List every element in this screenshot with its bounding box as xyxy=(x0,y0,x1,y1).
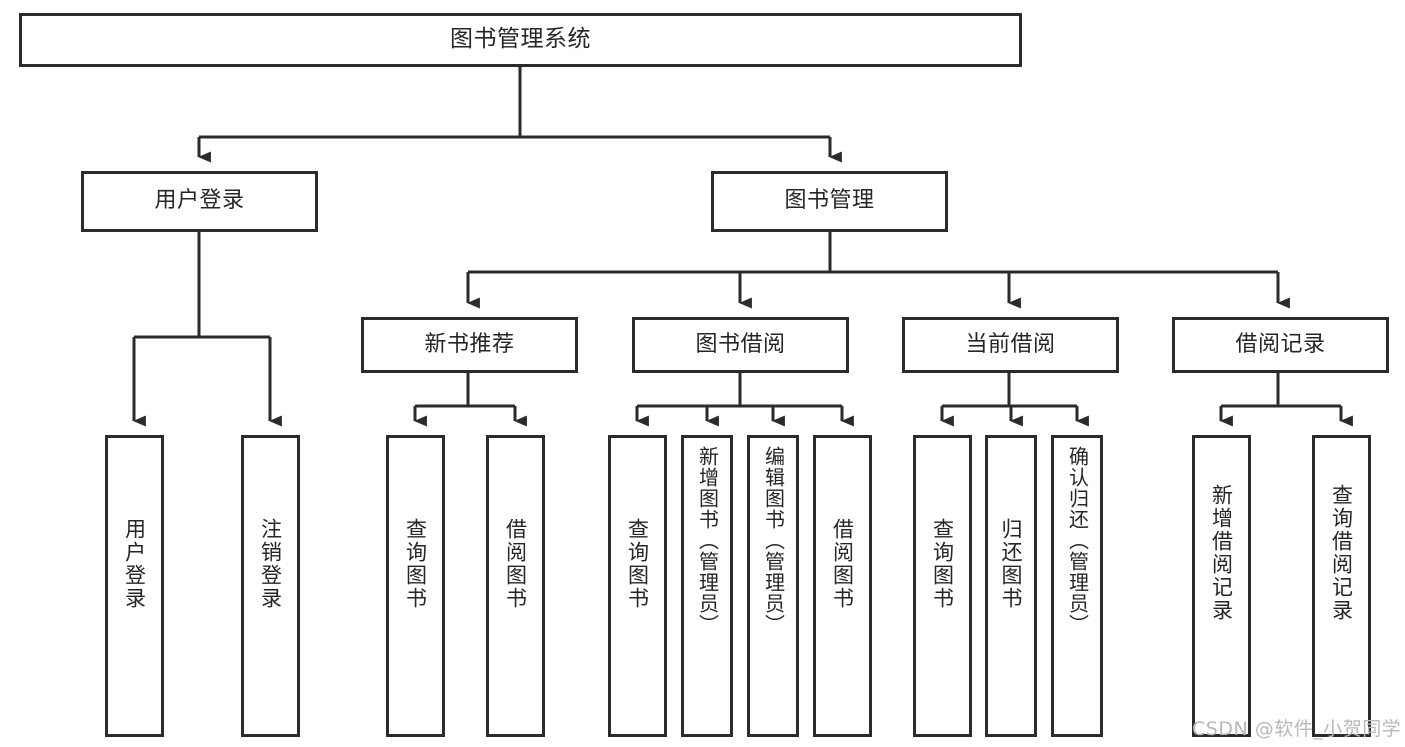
node-leaf-add-borrow-record[interactable]: 新增借阅记录 xyxy=(1192,435,1251,737)
node-current-borrow-label: 当前借阅 xyxy=(965,331,1056,357)
node-user-login-label: 用户登录 xyxy=(154,188,245,214)
node-borrow-record[interactable]: 借阅记录 xyxy=(1172,317,1389,373)
csdn-watermark: CSDN @软件_小贺同学 xyxy=(1192,718,1402,740)
node-leaf-user-login[interactable]: 用户登录 xyxy=(105,435,164,737)
node-leaf-query-book-1-label: 查询图书 xyxy=(403,518,428,610)
node-leaf-return-book[interactable]: 归还图书 xyxy=(985,435,1037,737)
node-leaf-borrow-book-2-label: 借阅图书 xyxy=(830,518,855,610)
node-leaf-borrow-book-1-label: 借阅图书 xyxy=(503,518,528,610)
node-leaf-confirm-return-admin[interactable]: 确认归还（管理员） xyxy=(1051,435,1103,737)
node-book-borrow[interactable]: 图书借阅 xyxy=(632,317,849,373)
node-borrow-record-label: 借阅记录 xyxy=(1235,331,1326,357)
node-user-login[interactable]: 用户登录 xyxy=(81,171,318,232)
node-leaf-query-book-3-label: 查询图书 xyxy=(930,518,955,610)
node-new-book-recommend[interactable]: 新书推荐 xyxy=(361,317,578,373)
node-leaf-confirm-return-admin-label: 确认归还（管理员） xyxy=(1065,446,1090,635)
node-current-borrow[interactable]: 当前借阅 xyxy=(902,317,1119,373)
node-leaf-borrow-book-1[interactable]: 借阅图书 xyxy=(486,435,545,737)
node-leaf-query-book-1[interactable]: 查询图书 xyxy=(386,435,445,737)
node-leaf-edit-book-admin[interactable]: 编辑图书（管理员） xyxy=(747,435,799,737)
node-leaf-add-borrow-record-label: 新增借阅记录 xyxy=(1209,484,1234,622)
node-leaf-add-book-admin-label: 新增图书（管理员） xyxy=(695,446,720,635)
node-book-borrow-label: 图书借阅 xyxy=(695,331,786,357)
node-book-management[interactable]: 图书管理 xyxy=(711,171,948,232)
node-leaf-query-book-2[interactable]: 查询图书 xyxy=(608,435,667,737)
node-leaf-query-book-2-label: 查询图书 xyxy=(625,518,650,610)
node-leaf-add-book-admin[interactable]: 新增图书（管理员） xyxy=(681,435,733,737)
node-leaf-user-login-label: 用户登录 xyxy=(122,518,147,610)
node-root-label: 图书管理系统 xyxy=(450,26,591,53)
node-leaf-query-borrow-record-label: 查询借阅记录 xyxy=(1329,484,1354,622)
node-leaf-query-book-3[interactable]: 查询图书 xyxy=(913,435,972,737)
node-leaf-return-book-label: 归还图书 xyxy=(999,518,1024,610)
node-leaf-query-borrow-record[interactable]: 查询借阅记录 xyxy=(1312,435,1371,737)
node-leaf-logout[interactable]: 注销登录 xyxy=(241,435,300,737)
node-root[interactable]: 图书管理系统 xyxy=(19,13,1022,67)
node-book-management-label: 图书管理 xyxy=(784,188,875,214)
node-leaf-logout-label: 注销登录 xyxy=(258,518,283,610)
node-leaf-borrow-book-2[interactable]: 借阅图书 xyxy=(813,435,872,737)
node-leaf-edit-book-admin-label: 编辑图书（管理员） xyxy=(761,446,786,635)
node-new-book-recommend-label: 新书推荐 xyxy=(424,331,515,357)
